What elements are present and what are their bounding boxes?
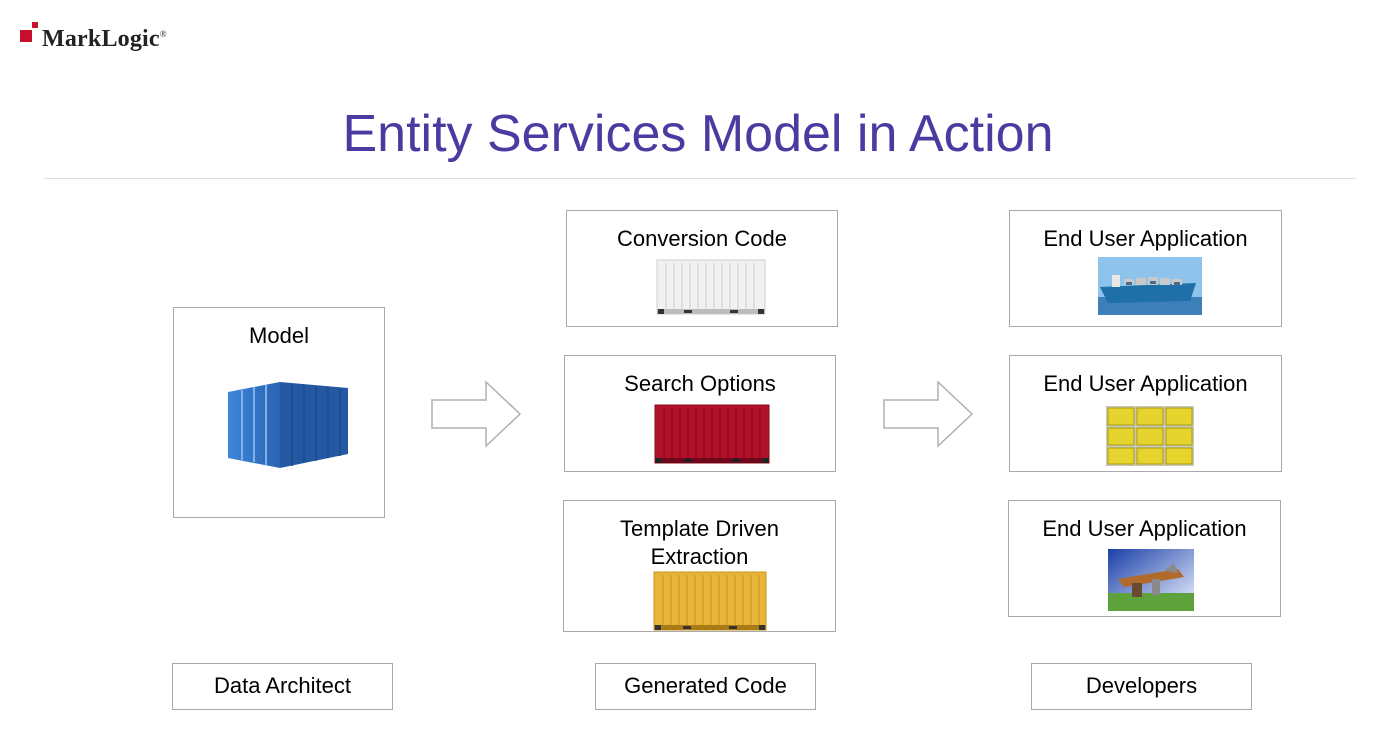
role-generated-code: Generated Code bbox=[595, 663, 816, 710]
title-divider bbox=[44, 178, 1356, 179]
slide-title: Entity Services Model in Action bbox=[342, 105, 1054, 163]
model-box: Model bbox=[173, 307, 385, 518]
brand-name: MarkLogic bbox=[42, 26, 160, 52]
end-user-app-box-2: End User Application bbox=[1009, 355, 1282, 472]
end-user-app-box-3: End User Application bbox=[1008, 500, 1281, 617]
right-arrow-icon bbox=[883, 380, 974, 448]
role-developers: Developers bbox=[1031, 663, 1252, 710]
search-options-box: Search Options bbox=[564, 355, 836, 472]
template-driven-label-line1: Template Driven bbox=[620, 516, 779, 541]
search-options-label: Search Options bbox=[624, 371, 776, 396]
end-user-app-label: End User Application bbox=[1043, 371, 1248, 396]
template-driven-label-line2: Extraction bbox=[650, 544, 749, 569]
blue-container-icon bbox=[228, 382, 348, 468]
building-image bbox=[1108, 549, 1194, 611]
yellow-container-icon bbox=[653, 571, 767, 631]
template-driven-extraction-box: Template Driven Extraction bbox=[563, 500, 836, 632]
brand-mark: ® bbox=[159, 29, 167, 39]
end-user-app-label: End User Application bbox=[1043, 226, 1248, 251]
end-user-app-box-1: End User Application bbox=[1009, 210, 1282, 327]
white-container-icon bbox=[656, 259, 766, 315]
logo-mark-icon bbox=[20, 22, 38, 42]
bananas-image bbox=[1106, 406, 1194, 466]
cargo-ship-image bbox=[1098, 257, 1202, 315]
red-container-icon bbox=[654, 404, 770, 464]
conversion-code-label: Conversion Code bbox=[617, 226, 787, 251]
role-data-architect: Data Architect bbox=[172, 663, 393, 710]
model-label: Model bbox=[249, 323, 309, 348]
right-arrow-icon bbox=[431, 380, 522, 448]
conversion-code-box: Conversion Code bbox=[566, 210, 838, 327]
end-user-app-label: End User Application bbox=[1042, 516, 1247, 541]
